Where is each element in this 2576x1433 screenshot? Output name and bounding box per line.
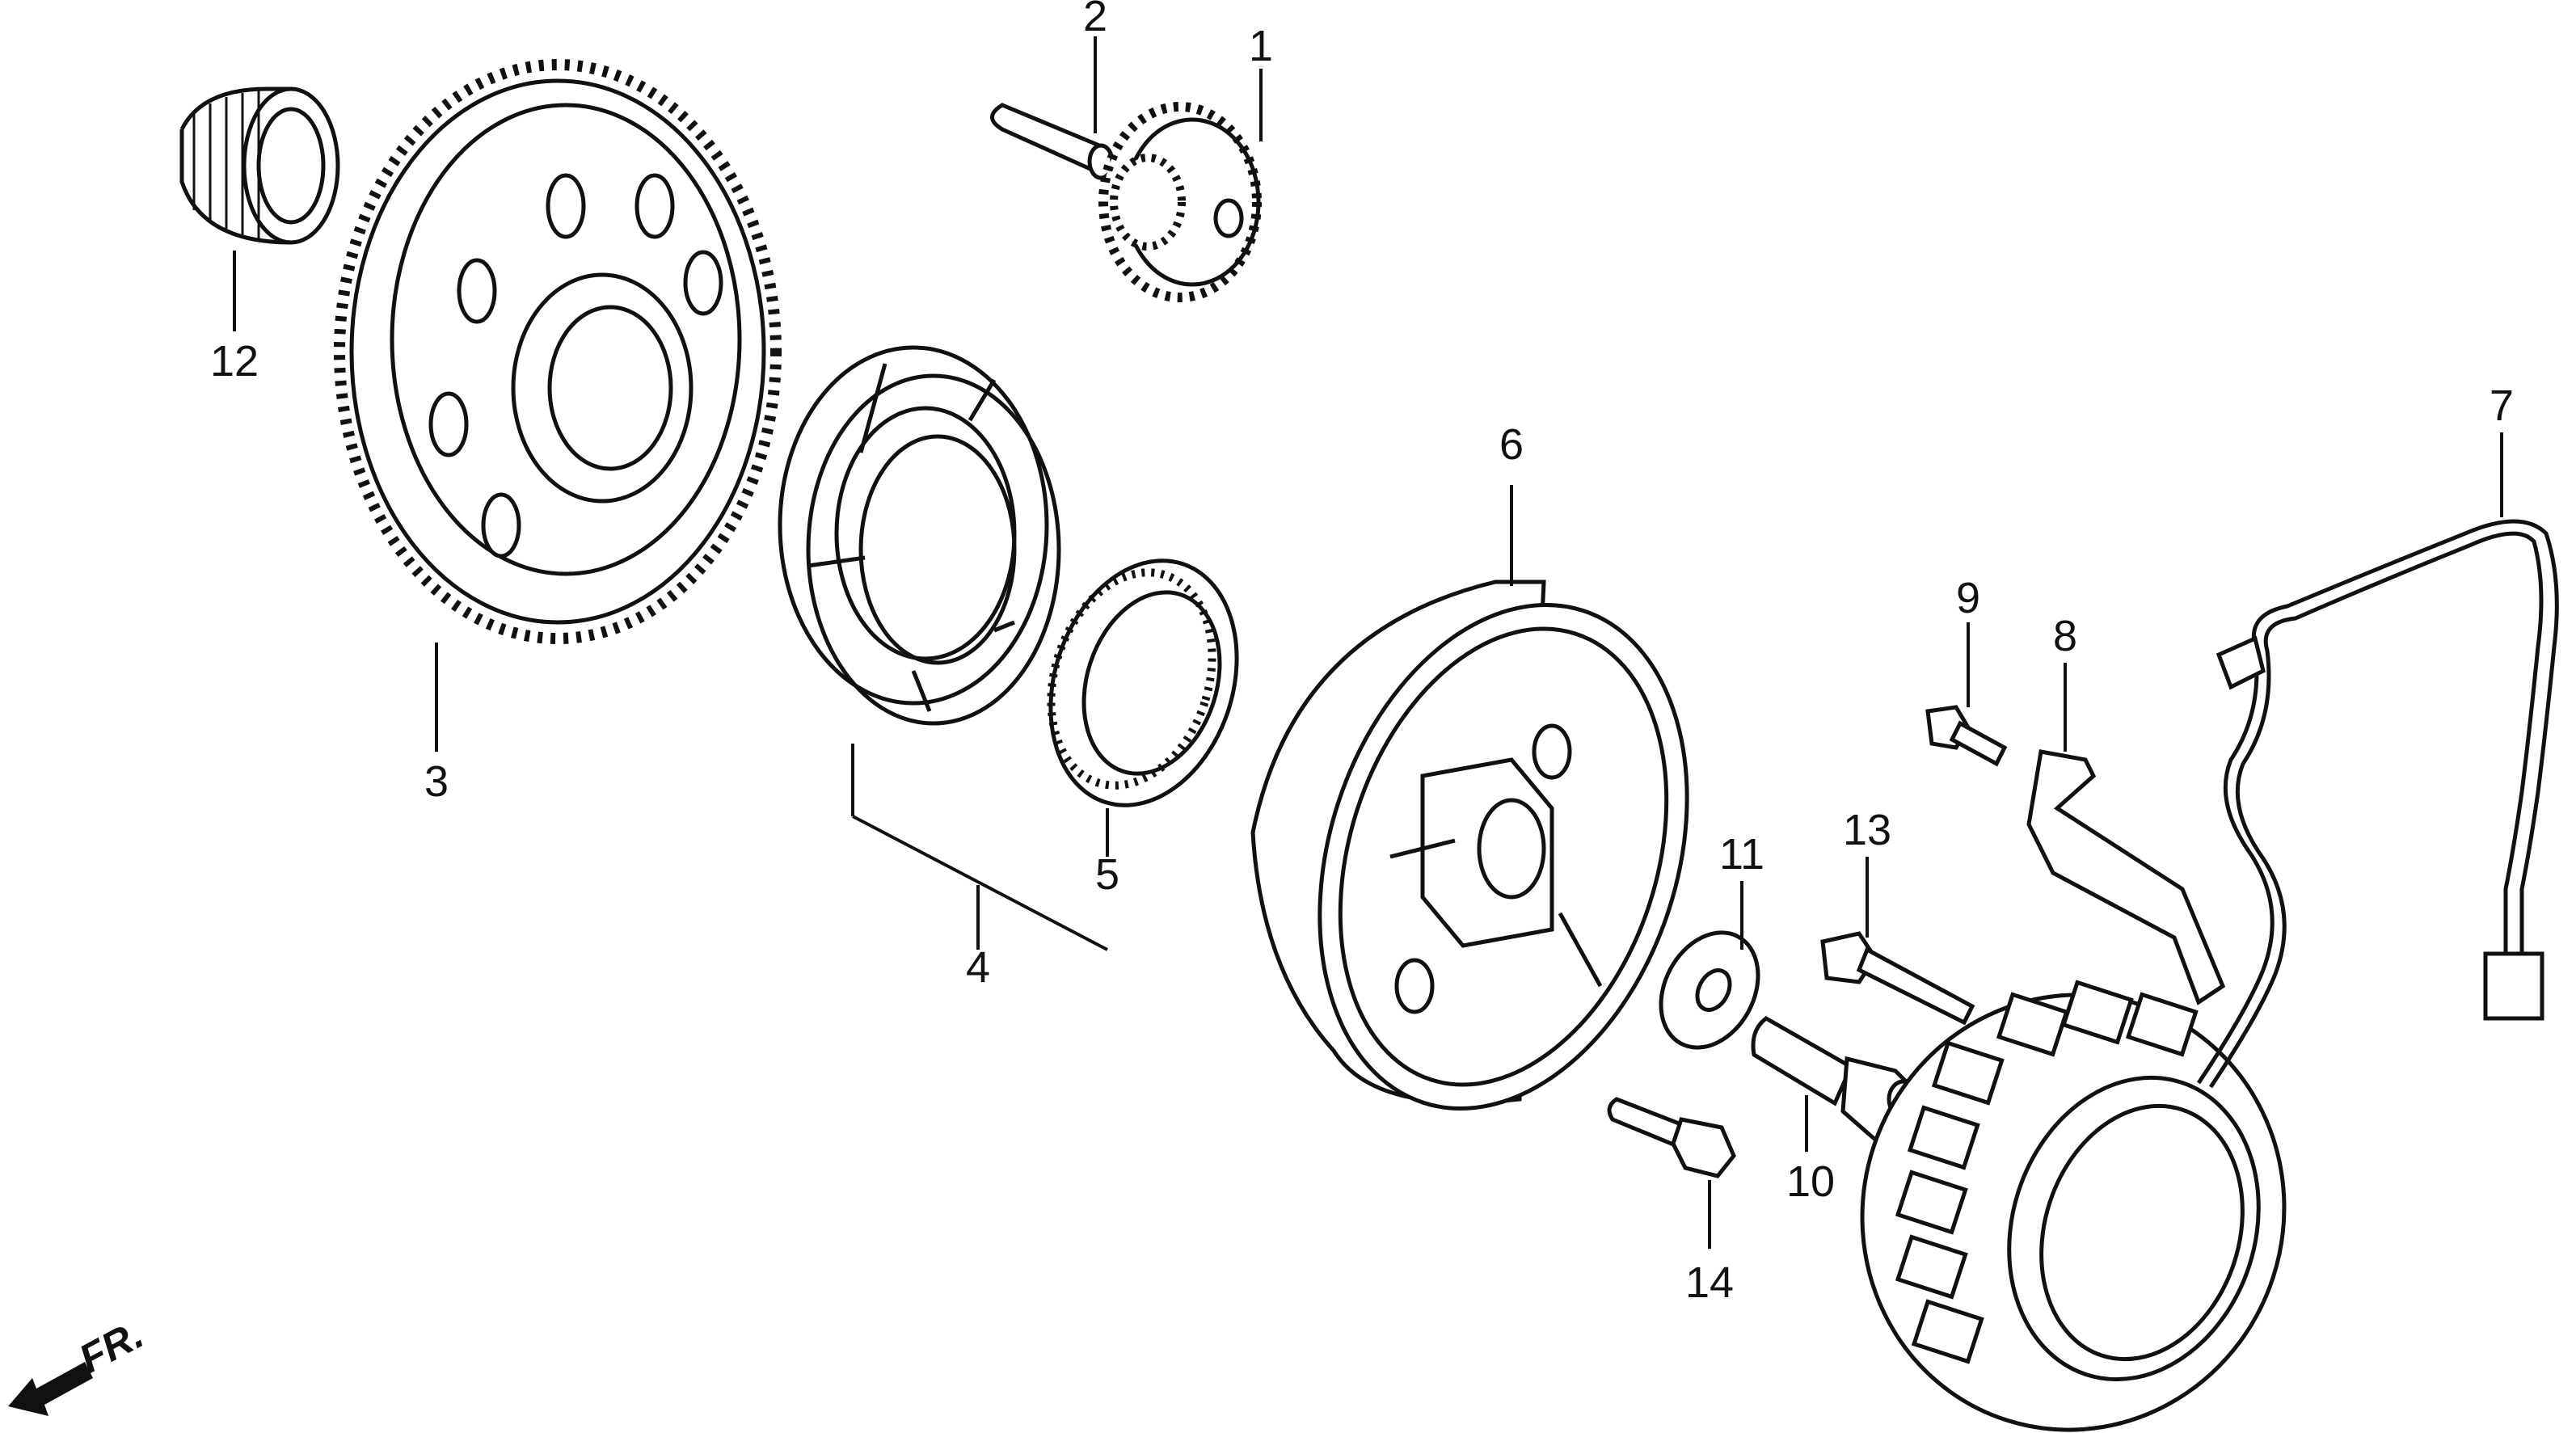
- flywheel-part: [1250, 580, 1689, 1111]
- reduction-gear-shaft-part: [990, 103, 1115, 180]
- callout-12: 12: [210, 337, 259, 386]
- one-way-clutch-part: [1047, 558, 1239, 807]
- callout-1: 1: [1249, 22, 1273, 70]
- callout-13: 13: [1843, 806, 1891, 854]
- callout-10: 10: [1786, 1157, 1835, 1206]
- clamp-bolt-part: [1925, 705, 2008, 767]
- callout-11: 11: [1719, 830, 1764, 879]
- needle-bearing-part: [179, 86, 340, 245]
- stator-bolt-part: [1820, 931, 1975, 1026]
- callout-6: 6: [1499, 420, 1524, 469]
- stator-part: [1860, 519, 2559, 1432]
- callout-9: 9: [1956, 574, 1980, 622]
- starter-clutch-outer-part: [778, 345, 1061, 726]
- callout-14: 14: [1685, 1258, 1734, 1307]
- callout-2: 2: [1083, 0, 1107, 40]
- bolt-part: [1607, 1097, 1736, 1178]
- callout-3: 3: [424, 757, 449, 806]
- starter-driven-gear-part: [334, 59, 782, 644]
- callout-labels: 1 2 3 4 5 6 7 8 9 10 11 12 13 14 FR.: [72, 0, 2514, 1382]
- washer-part: [1659, 930, 1760, 1050]
- callout-5: 5: [1095, 850, 1119, 899]
- wire-clamp-part: [2026, 749, 2226, 1005]
- callout-8: 8: [2053, 612, 2077, 660]
- callout-7: 7: [2490, 381, 2514, 430]
- callout-4: 4: [966, 943, 990, 992]
- front-direction-arrow-icon: [8, 1362, 93, 1416]
- starter-reduction-gear-part: [1098, 102, 1262, 302]
